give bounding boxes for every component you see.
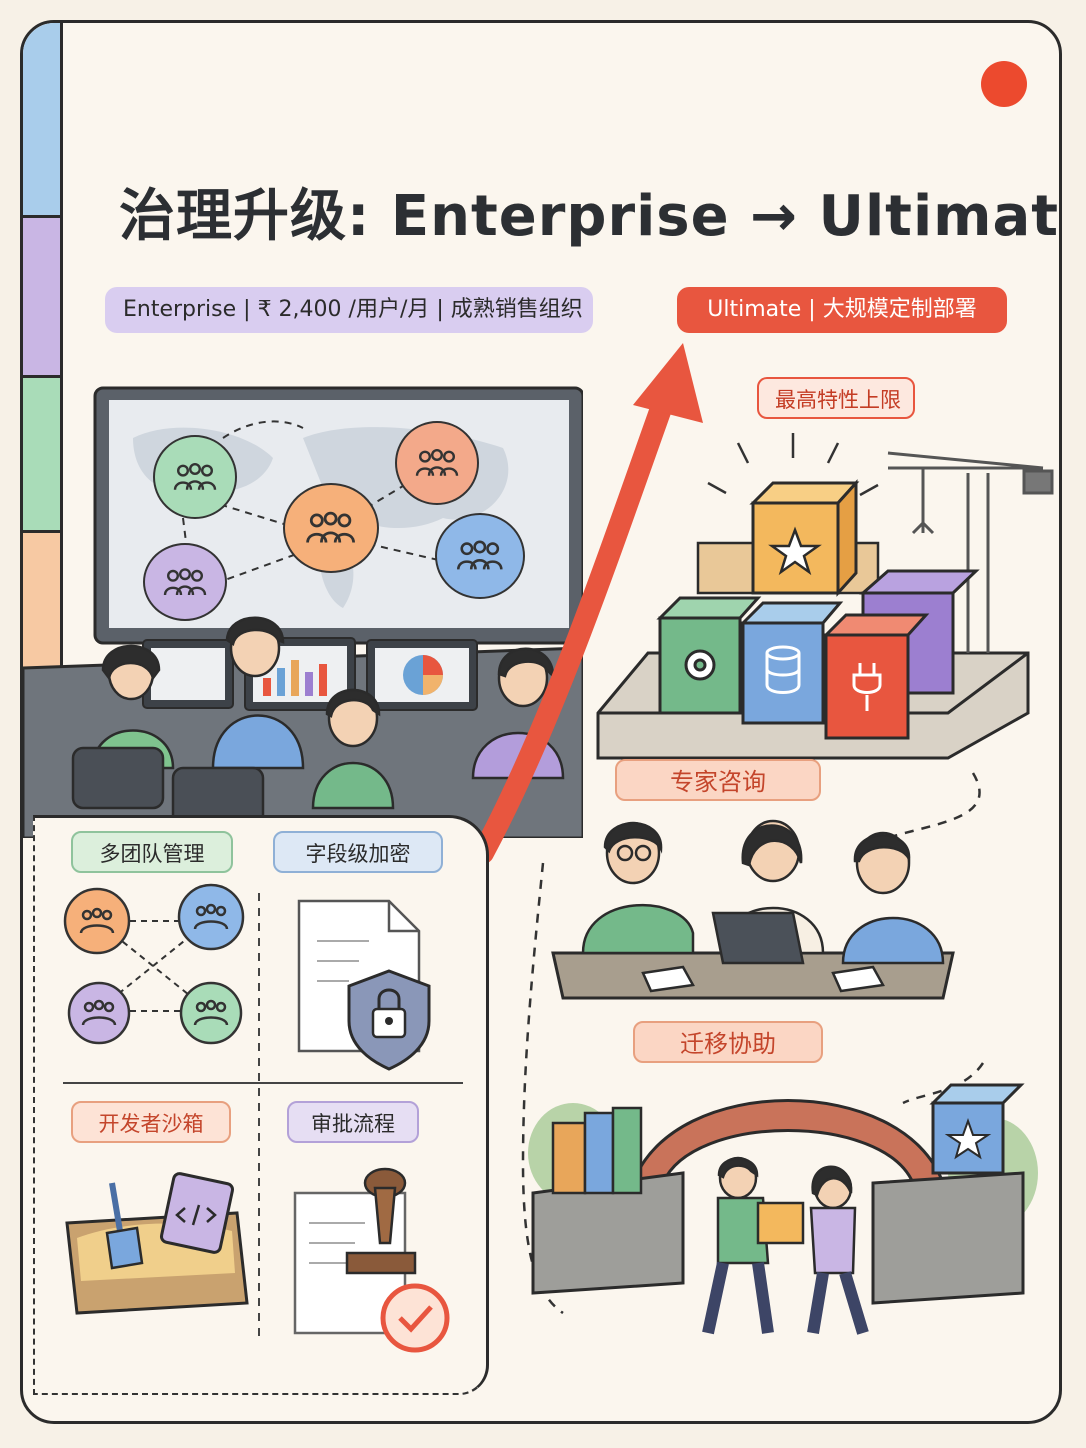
gear-icon (684, 649, 716, 681)
ultimate-pill: Ultimate | 大规模定制部署 (677, 287, 1007, 333)
side-tab-purple (23, 218, 63, 378)
tag-field-encryption: 字段级加密 (273, 831, 443, 873)
team-bubble-green (153, 435, 237, 519)
consulting-illustration (551, 819, 955, 1000)
code-icon (159, 1172, 235, 1254)
stamp-icon (293, 1167, 450, 1353)
team-bubble-purple (143, 543, 227, 621)
team-icon (457, 540, 503, 571)
sandbox-illustration (65, 1172, 249, 1315)
team-bubble-orange-top (395, 421, 479, 505)
side-tab-blue (23, 23, 63, 218)
blocks-platform-illustration (596, 433, 1054, 760)
team-icon (173, 463, 217, 491)
team-icon (306, 511, 356, 543)
accent-dot (981, 61, 1027, 107)
tag-migration: 迁移协助 (633, 1021, 823, 1063)
tag-approval: 审批流程 (287, 1101, 419, 1143)
tag-top-feature: 最高特性上限 (757, 377, 915, 419)
arrow-up-icon (472, 343, 703, 863)
team-network-illustration (63, 883, 245, 1045)
shovel-icon (105, 1182, 144, 1270)
shield-lock-icon (297, 899, 431, 1071)
tag-expert-consult: 专家咨询 (615, 759, 821, 801)
side-tabs (23, 23, 63, 683)
team-icon (163, 567, 207, 596)
side-tab-orange (23, 533, 63, 683)
tag-dev-sandbox: 开发者沙箱 (71, 1101, 231, 1143)
team-bubble-blue (435, 513, 525, 599)
infographic-card: 治理升级: Enterprise → Ultimate Enterprise |… (20, 20, 1062, 1424)
team-bubble-orange-center (283, 483, 379, 573)
tag-multi-team: 多团队管理 (71, 831, 233, 873)
side-tab-green (23, 378, 63, 533)
crane-icon (887, 451, 1054, 653)
migration-illustration (528, 1083, 1038, 1335)
team-icon (415, 449, 459, 477)
star-icon (768, 526, 822, 576)
panel-dividers (63, 893, 463, 1343)
database-icon (765, 645, 801, 694)
page-title: 治理升级: Enterprise → Ultimate (119, 184, 1062, 249)
enterprise-pill: Enterprise | ₹ 2,400 /用户/月 | 成熟销售组织 (105, 287, 593, 333)
plug-icon (852, 663, 882, 711)
